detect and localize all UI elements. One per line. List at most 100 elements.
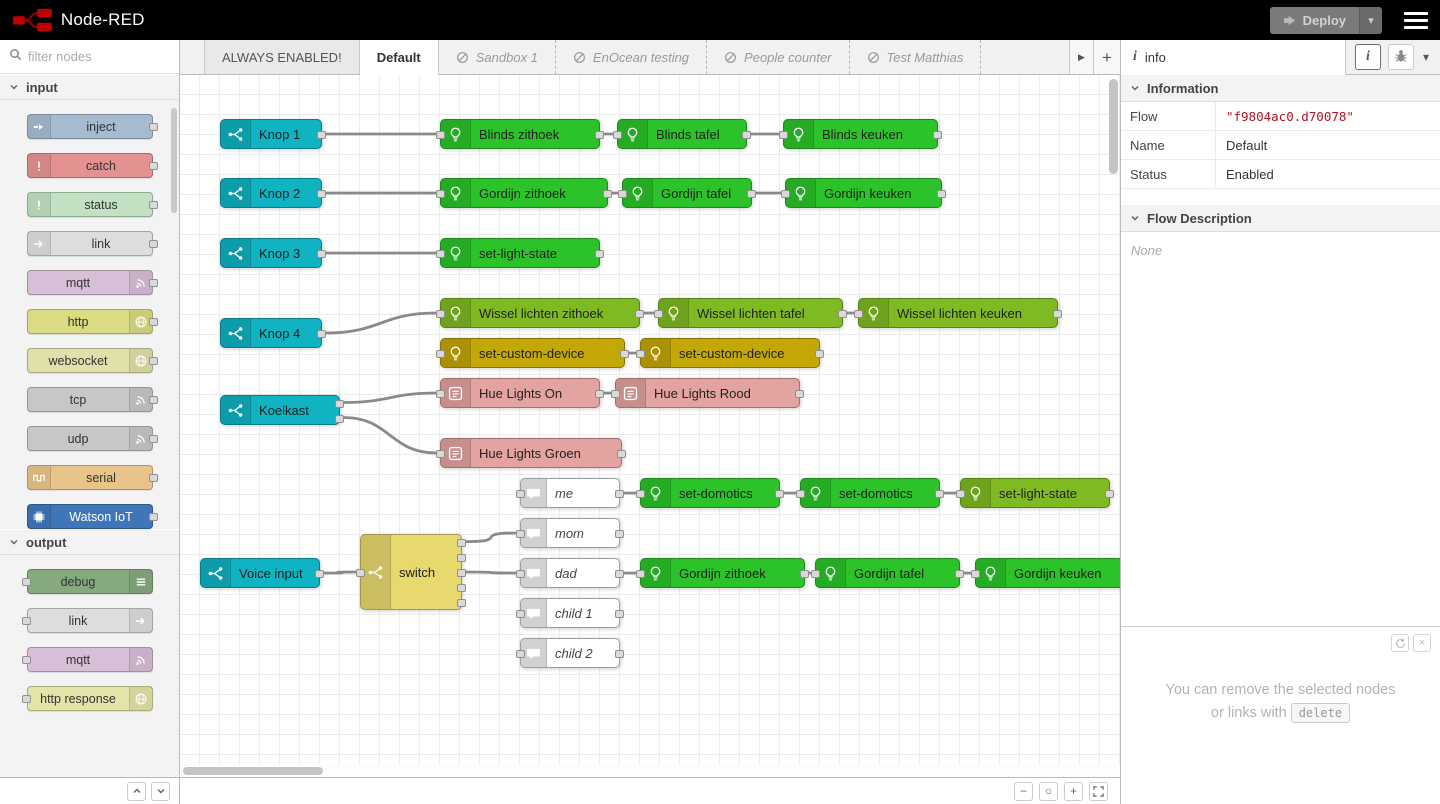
node-port[interactable] — [595, 390, 604, 398]
collapse-all-button[interactable] — [127, 781, 146, 801]
palette-node-mqtt[interactable]: mqtt — [26, 270, 158, 295]
node-port[interactable] — [613, 131, 622, 139]
node-port[interactable] — [457, 584, 466, 593]
flow-node-set-custom1[interactable]: set-custom-device — [436, 338, 629, 368]
node-port[interactable] — [148, 512, 158, 521]
flow-canvas[interactable]: Knop 1 Blinds zithoek Blinds tafel Blinds k… — [180, 75, 1120, 765]
node-port[interactable] — [148, 317, 158, 326]
node-port[interactable] — [615, 610, 624, 618]
tab-enocean-testing[interactable]: EnOcean testing — [555, 40, 708, 74]
flow-node-child2[interactable]: child 2 — [516, 638, 624, 668]
tab-info[interactable]: i info — [1121, 40, 1346, 75]
flow-node-gordijn-keuken2[interactable]: Gordijn keuken — [971, 558, 1120, 588]
flow-node-blinds-keuken[interactable]: Blinds keuken — [779, 119, 942, 149]
node-port[interactable] — [933, 131, 942, 139]
node-port[interactable] — [21, 694, 31, 703]
node-port[interactable] — [436, 450, 445, 458]
node-port[interactable] — [148, 473, 158, 482]
node-port[interactable] — [1105, 490, 1114, 498]
node-port[interactable] — [21, 616, 31, 625]
palette-section-input[interactable]: input — [0, 74, 179, 100]
palette-node-serial[interactable]: serial — [26, 465, 158, 490]
flow-node-mom[interactable]: mom — [516, 518, 624, 548]
node-port[interactable] — [775, 490, 784, 498]
flow-node-knop1[interactable]: Knop 1 — [220, 119, 326, 149]
node-port[interactable] — [611, 390, 620, 398]
flow-node-wissel-keuken[interactable]: Wissel lichten keuken — [854, 298, 1062, 328]
node-port[interactable] — [615, 650, 624, 658]
node-port[interactable] — [148, 434, 158, 443]
node-port[interactable] — [148, 239, 158, 248]
node-port[interactable] — [436, 390, 445, 398]
node-port[interactable] — [811, 570, 820, 578]
node-port[interactable] — [1053, 310, 1062, 318]
flow-node-child1[interactable]: child 1 — [516, 598, 624, 628]
flow-node-hue-groen[interactable]: Hue Lights Groen — [436, 438, 626, 468]
wire-knop4-to-wissel-zithoek[interactable] — [324, 311, 438, 335]
node-port[interactable] — [615, 530, 624, 538]
node-port[interactable] — [436, 350, 445, 358]
node-port[interactable] — [815, 350, 824, 358]
zoom-in-button[interactable]: + — [1064, 781, 1083, 801]
information-section-header[interactable]: Information — [1121, 75, 1440, 102]
node-port[interactable] — [636, 570, 645, 578]
tab-test-matthias[interactable]: Test Matthias — [849, 40, 982, 74]
tab-always-enabled[interactable]: ALWAYS ENABLED! — [204, 40, 360, 74]
node-port[interactable] — [436, 310, 445, 318]
node-port[interactable] — [636, 490, 645, 498]
palette-node-http[interactable]: http — [26, 309, 158, 334]
node-port[interactable] — [457, 538, 466, 547]
node-port[interactable] — [595, 250, 604, 258]
flow-node-wissel-tafel[interactable]: Wissel lichten tafel — [654, 298, 847, 328]
palette-node-mqtt[interactable]: mqtt — [21, 647, 153, 672]
node-port[interactable] — [800, 570, 809, 578]
palette-node-watson-iot[interactable]: Watson IoT — [26, 504, 158, 529]
wire-koelkast-to-hue-groen[interactable] — [342, 416, 438, 455]
menu-button[interactable] — [1404, 11, 1428, 29]
palette-scrollbar[interactable] — [171, 108, 177, 213]
flow-node-set-light-state2[interactable]: set-light-state — [956, 478, 1114, 508]
node-port[interactable] — [516, 610, 525, 618]
node-port[interactable] — [317, 330, 326, 338]
add-flow-button[interactable]: + — [1093, 40, 1120, 74]
flow-node-blinds-zithoek[interactable]: Blinds zithoek — [436, 119, 604, 149]
node-port[interactable] — [317, 250, 326, 258]
palette-node-status[interactable]: status — [26, 192, 158, 217]
node-port[interactable] — [742, 131, 751, 139]
flow-node-set-domotics1[interactable]: set-domotics — [636, 478, 784, 508]
navigator-button[interactable] — [1089, 781, 1108, 801]
flow-node-gordijn-tafel2[interactable]: Gordijn tafel — [811, 558, 964, 588]
node-port[interactable] — [148, 395, 158, 404]
deploy-button[interactable]: Deploy ▾ — [1269, 6, 1382, 34]
palette-node-tcp[interactable]: tcp — [26, 387, 158, 412]
node-port[interactable] — [148, 200, 158, 209]
node-port[interactable] — [603, 190, 612, 198]
tab-scroll-right-button[interactable]: ▶ — [1069, 40, 1093, 74]
flow-node-set-custom2[interactable]: set-custom-device — [636, 338, 824, 368]
node-port[interactable] — [356, 569, 365, 577]
tab-people-counter[interactable]: People counter — [707, 40, 850, 74]
node-port[interactable] — [335, 399, 344, 408]
node-port[interactable] — [956, 490, 965, 498]
node-port[interactable] — [747, 190, 756, 198]
node-port[interactable] — [838, 310, 847, 318]
node-port[interactable] — [315, 570, 324, 578]
node-port[interactable] — [516, 570, 525, 578]
flow-node-gordijn-zithoek2[interactable]: Gordijn zithoek — [636, 558, 809, 588]
node-port[interactable] — [617, 450, 626, 458]
flow-node-gordijn-tafel[interactable]: Gordijn tafel — [618, 178, 756, 208]
flow-node-wissel-zithoek[interactable]: Wissel lichten zithoek — [436, 298, 644, 328]
palette-node-debug[interactable]: debug — [21, 569, 153, 594]
node-port[interactable] — [457, 569, 466, 577]
node-port[interactable] — [618, 190, 627, 198]
palette-node-websocket[interactable]: websocket — [26, 348, 158, 373]
node-port[interactable] — [937, 190, 946, 198]
tab-sandbox-1[interactable]: Sandbox 1 — [438, 40, 556, 74]
flow-node-knop4[interactable]: Knop 4 — [220, 318, 326, 348]
flow-node-blinds-tafel[interactable]: Blinds tafel — [613, 119, 751, 149]
flow-node-hue-rood[interactable]: Hue Lights Rood — [611, 378, 804, 408]
flow-node-dad[interactable]: dad — [516, 558, 624, 588]
flow-node-koelkast[interactable]: Koelkast — [220, 395, 344, 425]
tab-default[interactable]: Default — [359, 40, 439, 75]
node-port[interactable] — [654, 310, 663, 318]
